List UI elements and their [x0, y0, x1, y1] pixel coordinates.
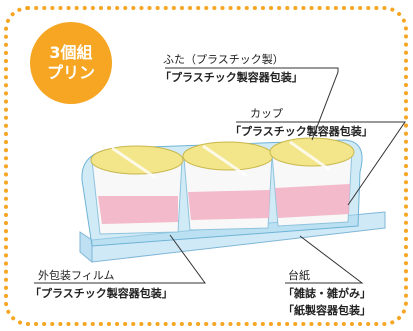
base-category-label-2: 「紙製容器包装」: [283, 304, 371, 317]
badge-line-2: プリン: [46, 63, 95, 82]
leader-cup: [236, 121, 406, 206]
dotted-border: [4, 6, 408, 326]
base-name-label: 台紙: [288, 269, 310, 282]
film-name-label: 外包装フィルム: [38, 269, 115, 282]
cup-name-label: カップ: [250, 107, 283, 120]
cup-category-label: 「プラスチック製容器包装」: [230, 125, 373, 138]
lid-category-label: 「プラスチック製容器包装」: [160, 71, 303, 84]
base-category-label-1: 「雑誌・雑がみ」: [283, 287, 371, 300]
leader-film: [34, 234, 206, 284]
leader-lines: [34, 67, 406, 284]
lid-name-label: ふた（プラスチック製）: [163, 53, 284, 66]
product-badge: 3個組 プリン: [30, 22, 112, 104]
pudding-cup-1: [90, 145, 184, 235]
pudding-cup-3: [269, 137, 355, 227]
leader-lid: [165, 67, 339, 141]
badge-line-1: 3個組: [49, 43, 93, 62]
film-category-label: 「プラスチック製容器包装」: [30, 287, 173, 300]
leader-base: [285, 235, 364, 284]
pudding-cup-2: [182, 141, 274, 231]
